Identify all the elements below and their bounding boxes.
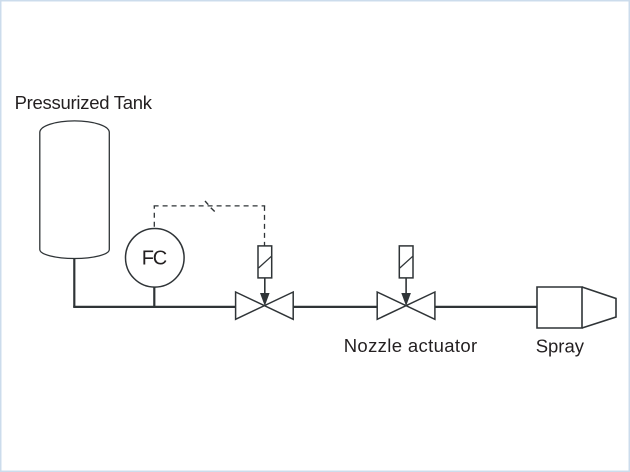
svg-text:Spray: Spray	[536, 335, 585, 356]
svg-text:Pressurized Tank: Pressurized Tank	[15, 92, 153, 113]
svg-text:Nozzle actuator: Nozzle actuator	[344, 335, 478, 356]
svg-text:FC: FC	[142, 248, 168, 270]
